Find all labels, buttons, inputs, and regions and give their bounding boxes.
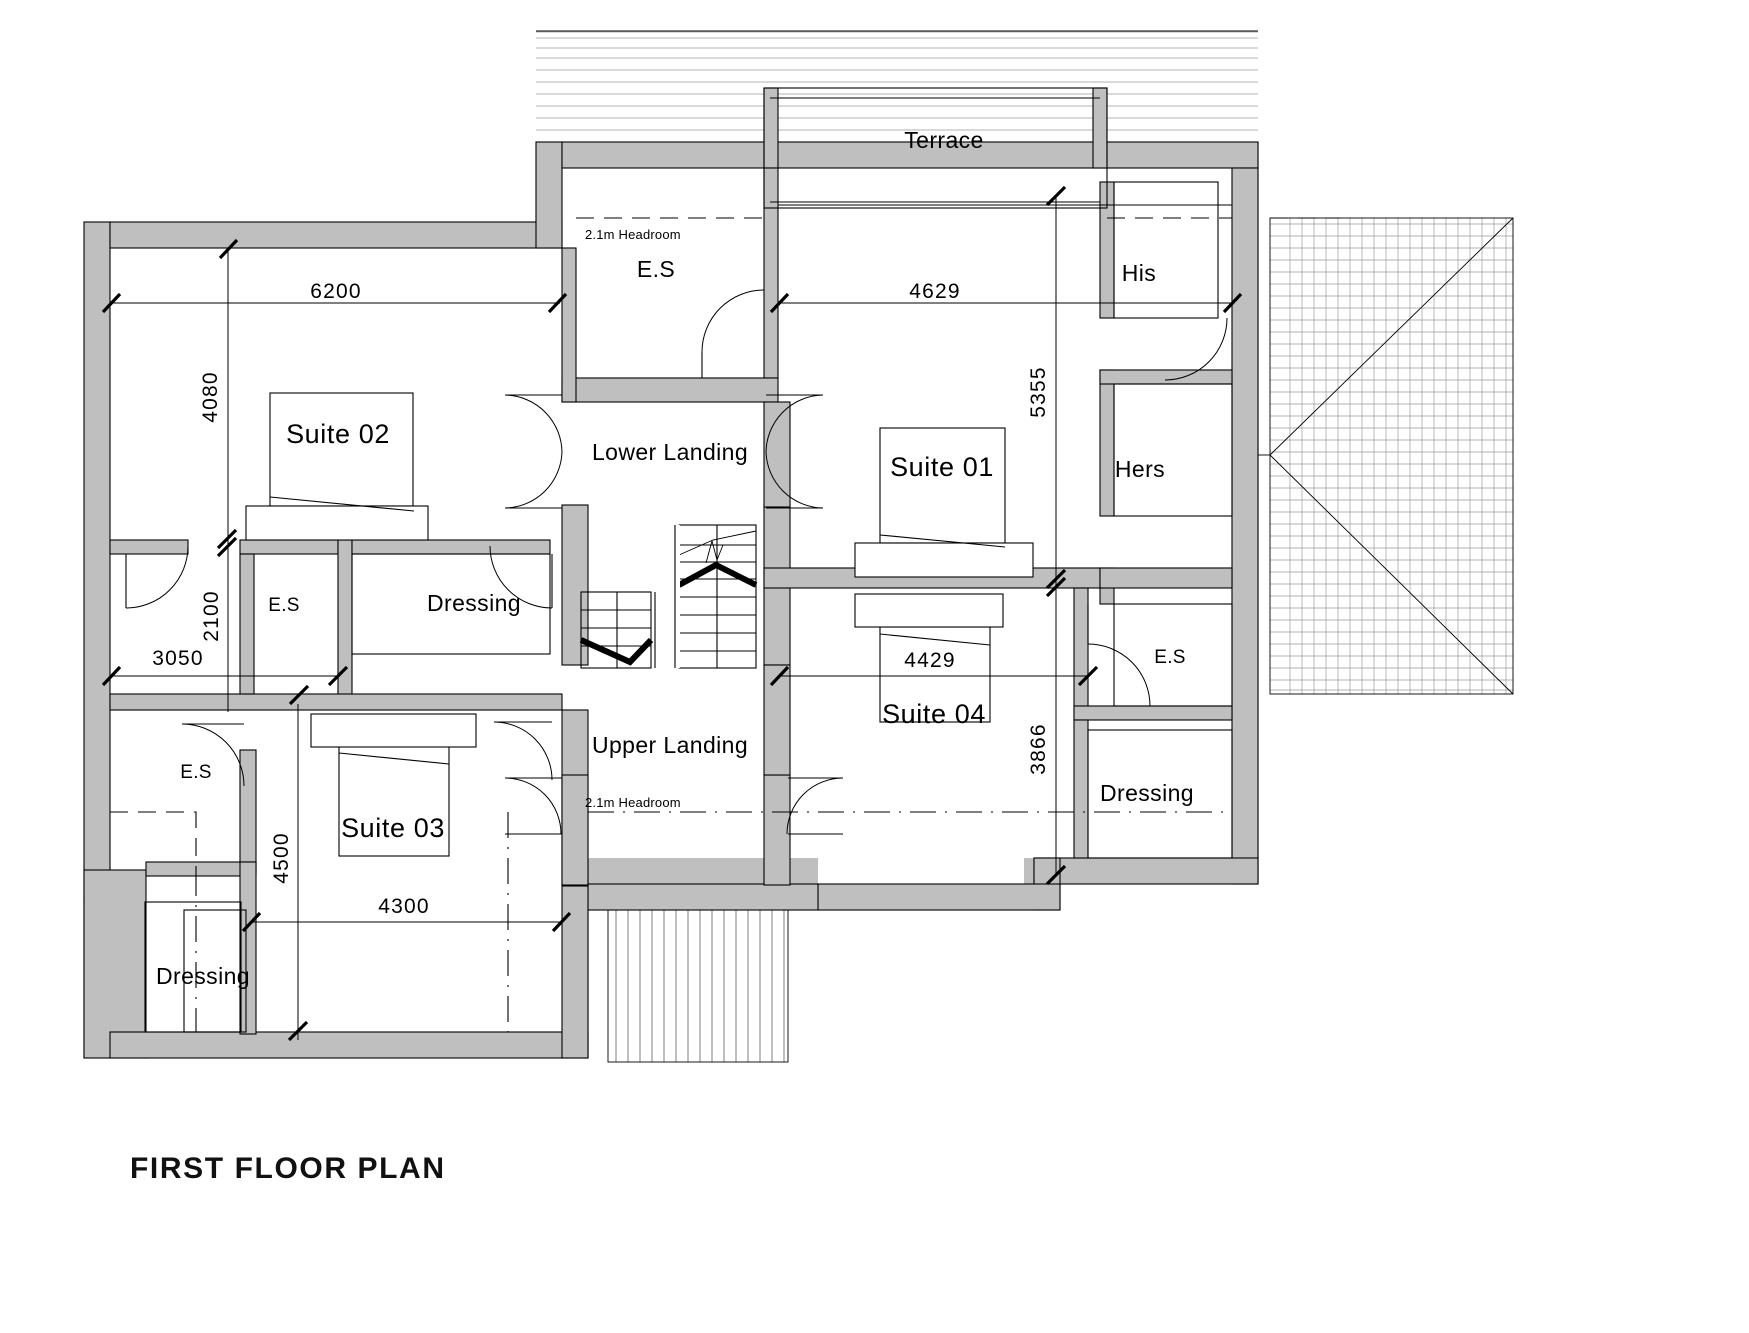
room-label-suite-03: Suite 03 bbox=[341, 813, 445, 843]
note-headroom-bottom: 2.1m Headroom bbox=[585, 795, 681, 810]
bed-suite-01 bbox=[854, 427, 1034, 578]
fixtures bbox=[144, 181, 1233, 1033]
note-labels: 2.1m Headroom 2.1m Headroom bbox=[585, 227, 681, 810]
room-label-es-top: E.S bbox=[637, 256, 675, 282]
bed-suite-03 bbox=[310, 713, 477, 857]
room-label-suite-04: Suite 04 bbox=[882, 699, 986, 729]
dim-label-4500: 4500 bbox=[270, 832, 293, 884]
note-headroom-top: 2.1m Headroom bbox=[585, 227, 681, 242]
room-label-suite-01: Suite 01 bbox=[890, 452, 994, 482]
dim-label-2100: 2100 bbox=[200, 590, 223, 642]
room-label-hers: Hers bbox=[1115, 456, 1165, 482]
door-swings bbox=[125, 289, 1228, 835]
dim-label-4429: 4429 bbox=[904, 649, 956, 672]
interior-outlines bbox=[763, 87, 1108, 209]
room-label-dressing-left: Dressing bbox=[427, 590, 521, 616]
dim-label-4629: 4629 bbox=[909, 280, 961, 303]
bed-suite-02 bbox=[245, 392, 429, 541]
room-label-his: His bbox=[1122, 260, 1156, 286]
room-label-es-left: E.S bbox=[268, 595, 300, 616]
decking-hatch-bottom bbox=[607, 899, 789, 1063]
room-label-dressing-right: Dressing bbox=[1100, 780, 1194, 806]
dim-label-4300: 4300 bbox=[378, 895, 430, 918]
room-label-dressing-bottom: Dressing bbox=[156, 963, 250, 989]
dim-label-3050: 3050 bbox=[152, 647, 204, 670]
dim-label-4080: 4080 bbox=[199, 371, 222, 423]
room-label-lower-landing: Lower Landing bbox=[592, 439, 748, 465]
room-label-es-lower-left: E.S bbox=[180, 762, 212, 783]
page-title: FIRST FLOOR PLAN bbox=[130, 1152, 446, 1185]
dim-label-6200: 6200 bbox=[310, 280, 362, 303]
dimension-labels: 6200 4629 4080 5355 2100 3050 4429 3866 … bbox=[152, 280, 1050, 918]
room-label-es-right: E.S bbox=[1154, 647, 1186, 668]
room-label-terrace: Terrace bbox=[904, 127, 984, 153]
staircase bbox=[579, 524, 758, 669]
hipped-roof-hatch-right bbox=[1255, 217, 1514, 695]
room-labels: Terrace E.S His Hers Suite 02 Lower Land… bbox=[156, 127, 1194, 989]
dim-label-5355: 5355 bbox=[1027, 366, 1050, 418]
dimension-lines bbox=[101, 185, 1243, 1042]
bed-suite-04 bbox=[854, 593, 1004, 723]
room-label-suite-02: Suite 02 bbox=[286, 419, 390, 449]
dim-label-3866: 3866 bbox=[1027, 723, 1050, 775]
room-label-upper-landing: Upper Landing bbox=[592, 732, 748, 758]
